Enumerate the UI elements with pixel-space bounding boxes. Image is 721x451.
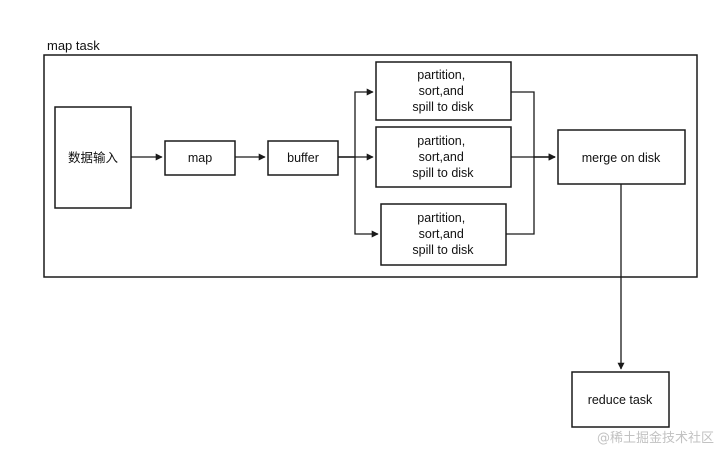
edges: [131, 88, 625, 370]
node-spill-2-text: partition, sort,and spill to disk: [412, 134, 474, 180]
edge-spill-3-to-merge: [506, 153, 556, 235]
node-spill-1-line-1: partition,: [417, 68, 465, 82]
node-buffer: buffer: [267, 140, 339, 176]
node-reduce: reduce task: [571, 371, 670, 428]
node-merge-label: merge on disk: [582, 151, 661, 165]
node-map-box: [164, 140, 236, 176]
map-task-container: map task: [43, 38, 698, 278]
node-spill-3-text: partition, sort,and spill to disk: [412, 211, 474, 257]
node-input-label: 数据输入: [68, 150, 119, 165]
node-merge-box: [557, 129, 686, 185]
node-spill-3-line-2: sort,and: [419, 227, 464, 241]
node-spill-3-box: [380, 203, 507, 266]
node-buffer-box: [267, 140, 339, 176]
node-spill-1-line-2: sort,and: [419, 84, 464, 98]
node-spill-2-line-2: sort,and: [419, 150, 464, 164]
edge-buffer-to-spill-3: [338, 156, 379, 238]
edge-buffer-to-spill-1: [338, 88, 374, 158]
node-input-box: [54, 106, 132, 209]
node-map: map: [164, 140, 236, 176]
node-spill-1-line-3: spill to disk: [412, 100, 474, 114]
watermark: @稀土掘金技术社区: [597, 430, 714, 446]
node-spill-3-line-1: partition,: [417, 211, 465, 225]
node-spill-2-line-1: partition,: [417, 134, 465, 148]
node-reduce-box: [571, 371, 670, 428]
node-spill-3: partition, sort,and spill to disk: [380, 203, 507, 266]
node-reduce-label: reduce task: [588, 393, 653, 407]
node-spill-2-box: [375, 126, 512, 188]
edge-spill-1-to-merge: [511, 91, 556, 161]
node-spill-2: partition, sort,and spill to disk: [375, 126, 512, 188]
node-input: 数据输入: [54, 106, 132, 209]
node-spill-1-text: partition, sort,and spill to disk: [412, 68, 474, 114]
map-task-label: map task: [47, 38, 100, 53]
node-map-label: map: [188, 151, 212, 165]
node-spill-1-box: [375, 61, 512, 121]
node-spill-3-line-3: spill to disk: [412, 243, 474, 257]
node-buffer-label: buffer: [287, 151, 319, 165]
map-task-frame: [43, 54, 698, 278]
node-spill-1: partition, sort,and spill to disk: [375, 61, 512, 121]
node-spill-2-line-3: spill to disk: [412, 166, 474, 180]
node-merge: merge on disk: [557, 129, 686, 185]
